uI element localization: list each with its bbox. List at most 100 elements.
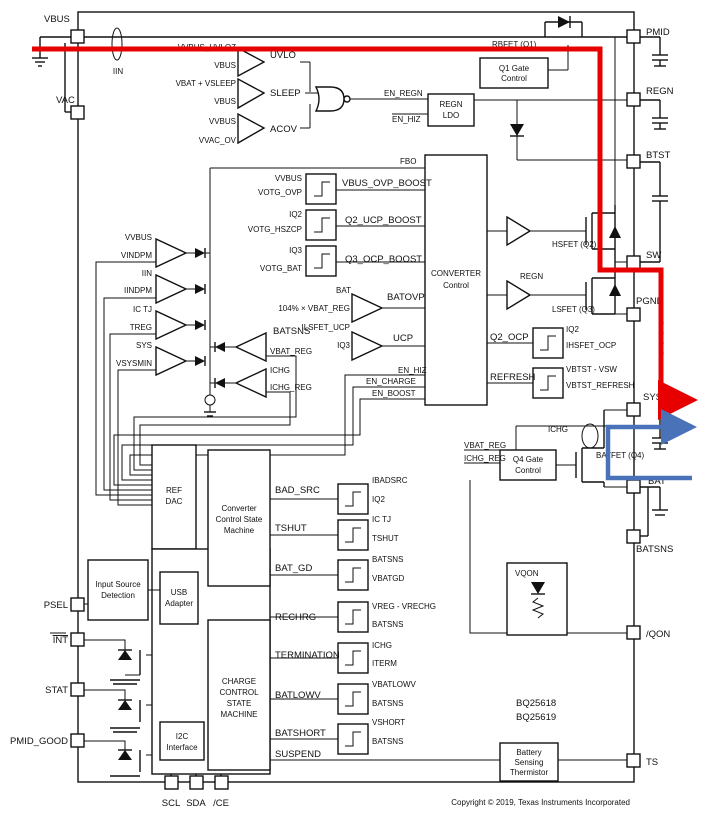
usb-adapter-line1: USB (171, 588, 187, 597)
ucp-boost-in1: IQ2 (289, 210, 302, 219)
vindpm-in2: VINDPM (121, 251, 152, 260)
pin-qon-label: /QON (646, 629, 670, 640)
q2ocp-in1: IQ2 (566, 325, 579, 334)
pin-scl-label: SCL (162, 798, 180, 809)
pin-ce-label: /CE (213, 798, 229, 809)
q1-gate-control-block (479, 57, 549, 89)
lsfet-transistor-icon (585, 262, 621, 315)
label-bad-src: BAD_SRC (275, 485, 320, 496)
hsfet-transistor-icon (585, 205, 621, 262)
label-ucp: UCP (393, 333, 413, 344)
batt-sense-line3: Thermistor (510, 768, 549, 777)
part-number-1: BQ25618 (516, 698, 556, 709)
label-en-charge: EN_CHARGE (366, 377, 416, 386)
label-refresh: REFRESH (490, 372, 536, 383)
label-ichg: ICHG (548, 425, 568, 434)
sys-path-blue (605, 409, 697, 481)
lsfet-driver-icon (506, 279, 532, 311)
pin-qon: /QON (626, 625, 670, 640)
label-sleep: SLEEP (270, 88, 301, 99)
term-in2: ITERM (372, 659, 397, 668)
label-ichg-reg: ICHG_REG (464, 454, 506, 463)
bat-gd-comparator: BATSNS VBATGD BAT_GD (275, 555, 405, 591)
refresh-in2: VBTST_REFRESH (566, 381, 635, 390)
pin-vbus-label: VBUS (44, 14, 70, 25)
label-bat-gd: BAT_GD (275, 563, 312, 574)
converter-state-machine-block (207, 449, 271, 587)
pin-ts-label: TS (646, 757, 658, 768)
pin-bat: BAT (626, 476, 668, 516)
usb-adapter-line2: Adapter (165, 599, 193, 608)
label-vbus-ovp-boost: VBUS_OVP_BOOST (342, 178, 432, 189)
term-in1: ICHG (372, 641, 392, 650)
part-number-2: BQ25619 (516, 712, 556, 723)
regn-ldo-line2: LDO (443, 111, 459, 120)
treg-comparator: IC TJ TREG (130, 305, 188, 341)
q1-gate-line2: Control (501, 74, 527, 83)
label-regn-driver: REGN (520, 272, 543, 281)
iindpm-in1: IIN (142, 269, 152, 278)
qon-resistor-icon (531, 597, 545, 619)
ocp-boost-in2: VOTG_BAT (260, 264, 302, 273)
label-vbat-reg: VBAT_REG (464, 441, 506, 450)
sleep-comparator: VBAT + VSLEEP VBUS SLEEP (176, 77, 301, 110)
batt-sense-line2: Sensing (515, 758, 544, 767)
tshut-in2: TSHUT (372, 534, 399, 543)
ucp-in2: IQ3 (337, 341, 350, 350)
i2c-line1: I2C (176, 732, 189, 741)
batovp-in1: BAT (336, 286, 351, 295)
vbat-reg-comparator: BATSNS VBAT_REG (225, 326, 312, 363)
ichgreg-in2: ICHG_REG (270, 383, 312, 392)
ocp-boost-in1: IQ3 (289, 246, 302, 255)
input-source-detection-block (87, 559, 149, 621)
ovp-in2: VOTG_OVP (258, 188, 302, 197)
q2-ocp-comparator: IQ2 IHSFET_OCP Q2_OCP (490, 325, 616, 359)
pin-int: INT (50, 632, 85, 647)
q4-gate-control-block (499, 449, 557, 481)
i2c-line2: Interface (166, 743, 198, 752)
conv-sm-line1: Converter (221, 504, 256, 513)
label-uvlo: UVLO (270, 50, 296, 61)
sleep-in2: VBUS (214, 97, 236, 106)
loop-diodes-icon (186, 248, 225, 417)
label-en-regn: EN_REGN (384, 89, 423, 98)
badsrc-in2: IQ2 (372, 495, 385, 504)
batovp-comparator: BAT 104% × VBAT_REG BATOVP (278, 286, 425, 324)
charge-sm-line2: CONTROL (219, 688, 259, 697)
q2ocp-in2: IHSFET_OCP (566, 341, 616, 350)
nor-gate-icon (314, 86, 345, 112)
label-rbfet: RBFET (Q1) (492, 40, 537, 49)
charge-sm-line1: CHARGE (222, 677, 256, 686)
label-vqon: VQON (515, 569, 539, 578)
ovp-in1: VVBUS (275, 174, 302, 183)
charge-state-machine-block (207, 619, 271, 771)
label-termination: TERMINATION (275, 650, 340, 661)
chip-outline (77, 11, 635, 783)
vindpm-in1: VVBUS (125, 233, 152, 242)
rbfet-diode-icon (544, 16, 583, 37)
batlowv-comparator: VBATLOWV BATSNS BATLOWV (275, 680, 417, 715)
q3-ocp-boost-comparator: IQ3 VOTG_BAT Q3_OCP_BOOST (260, 245, 422, 277)
pin-stat-label: STAT (45, 685, 68, 696)
power-path-red (32, 46, 698, 420)
btst-diode-icon (510, 124, 524, 136)
pin-ce: /CE (213, 760, 229, 809)
batshort-in1: VSHORT (372, 718, 405, 727)
label-batovp: BATOVP (387, 292, 425, 303)
pin-batsns-label: BATSNS (636, 544, 673, 555)
batshort-comparator: VSHORT BATSNS BATSHORT (275, 718, 405, 755)
batgd-in2: VBATGD (372, 574, 405, 583)
batlowv-in2: BATSNS (372, 699, 403, 708)
tshut-in1: IC TJ (372, 515, 391, 524)
label-iin: IIN (113, 67, 123, 76)
uvlo-in2: VBUS (214, 61, 236, 70)
converter-control-block (424, 154, 488, 406)
ucp-comparator: ILSFET_UCP IQ3 UCP (302, 323, 413, 362)
ichg-reg-comparator: ICHG ICHG_REG (225, 366, 312, 399)
pin-int-label: INT (53, 635, 69, 646)
label-q2-ucp-boost: Q2_UCP_BOOST (345, 215, 422, 226)
pin-sys-label: SYS (643, 392, 662, 403)
pin-vbus: VBUS (32, 14, 85, 67)
pin-sda-label: SDA (186, 798, 206, 809)
